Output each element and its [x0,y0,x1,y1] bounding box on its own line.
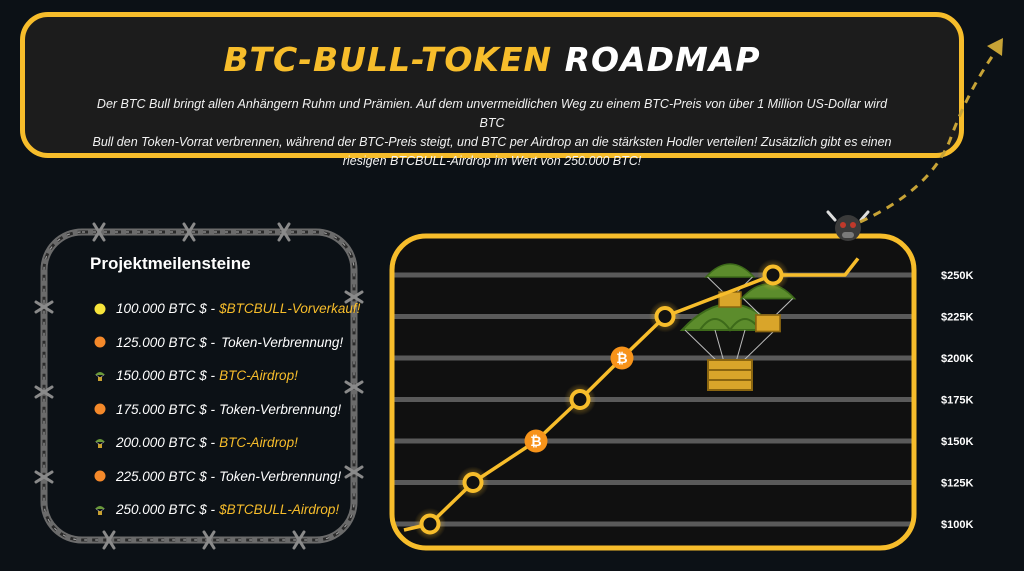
milestone-price: 175.000 BTC $ - [116,401,216,417]
description: Der BTC Bull bringt allen Anhängern Ruhm… [85,95,899,171]
page-title: BTC-BULL-TOKEN ROADMAP [25,40,959,80]
milestone-label: Token-Verbrennung! [219,401,342,417]
y-tick-label: $200K [941,353,973,365]
y-tick-label: $100K [941,519,973,531]
bull-mascot-icon [826,210,870,241]
y-tick-label: $125K [941,478,973,490]
parachute-icon [704,263,756,308]
grid-line [392,438,914,444]
milestone-label: BTC-Airdrop! [219,368,298,384]
bitcoin-coin-icon [610,346,634,370]
milestone-label: $BTCBULL-Airdrop! [219,502,340,518]
bitcoin-symbol-icon: ₿ [530,434,541,450]
y-tick-label: $225K [941,312,973,324]
bitcoin-coin-icon [524,429,548,453]
milestone-label: Token-Verbrennung! [219,468,342,484]
milestone-marker [419,513,441,535]
orange-dot-icon [94,470,106,482]
barbed-wire-frame [34,222,364,550]
airdrop-decor [679,263,797,391]
milestone-price: 125.000 BTC $ - [116,334,216,350]
milestone-item: 175.000 BTC $ - Token-Verbrennung! [94,393,360,427]
header-panel: BTC-BULL-TOKEN ROADMAP Der BTC Bull brin… [20,12,964,168]
barbed-wire-icon [34,222,364,550]
milestone-item: 125.000 BTC $ - Token-Verbrennung! [94,326,360,360]
y-tick-label: $150K [941,436,973,448]
chart-markers: ₿₿ [414,259,789,540]
milestone-label: BTC-Airdrop! [219,435,298,451]
milestone-marker [762,264,784,286]
grid-line [392,480,914,485]
milestone-price: 225.000 BTC $ - [116,468,216,484]
chart-frame [389,233,917,551]
milestone-label: $BTCBULL-Vorverkauf! [219,301,361,317]
milestone-marker [462,472,484,493]
y-tick-label: $175K [941,395,973,407]
milestone-price: 200.000 BTC $ - [116,435,216,451]
milestone-item: 150.000 BTC $ - BTC-Airdrop! [94,359,360,393]
bitcoin-symbol-icon: ₿ [616,351,627,367]
milestone-item: 200.000 BTC $ - BTC-Airdrop! [94,426,360,460]
milestone-price: 100.000 BTC $ - [116,301,216,317]
milestone-list: 100.000 BTC $ - $BTCBULL-Vorverkauf! 125… [94,292,360,527]
y-tick-label: $250K [941,270,973,282]
yellow-dot-icon [94,303,106,315]
grid-line [392,355,914,361]
parachute-icon [95,505,105,515]
milestone-marker [569,389,591,410]
parachute-icon [679,303,781,391]
chart-series [403,257,860,532]
title-part1: BTC-BULL-TOKEN [223,40,553,79]
grid-line [392,521,914,527]
title-part2: ROADMAP [564,40,761,79]
milestone-label: Token-Verbrennung! [221,334,344,350]
milestone-item: 100.000 BTC $ - $BTCBULL-Vorverkauf! [94,292,360,326]
description-line: Bull den Token-Vorrat verbrennen, währen… [92,135,892,149]
description-line: riesigen BTCBULL-Airdrop im Wert von 250… [342,154,642,168]
chart-background [392,236,914,548]
orange-dot-icon [94,403,106,415]
parachute-icon [95,371,105,381]
parachute-icon [95,438,105,448]
milestone-price: 150.000 BTC $ - [116,368,216,384]
orange-dot-icon [94,336,106,348]
milestone-marker [654,306,676,327]
grid-line [392,272,914,278]
grid-line [392,397,914,402]
milestones-title: Projektmeilensteine [90,254,251,273]
milestone-price: 250.000 BTC $ - [116,502,216,518]
milestone-item: 225.000 BTC $ - Token-Verbrennung! [94,460,360,494]
description-line: Der BTC Bull bringt allen Anhängern Ruhm… [96,97,888,130]
arrow-head-icon [987,38,1003,56]
milestone-item: 250.000 BTC $ - $BTCBULL-Airdrop! [94,493,360,527]
price-line [403,257,860,532]
y-axis-ticks: $100K $125K $150K $175K $200K $225K $250K [941,270,973,531]
trend-arrow [859,47,1000,224]
